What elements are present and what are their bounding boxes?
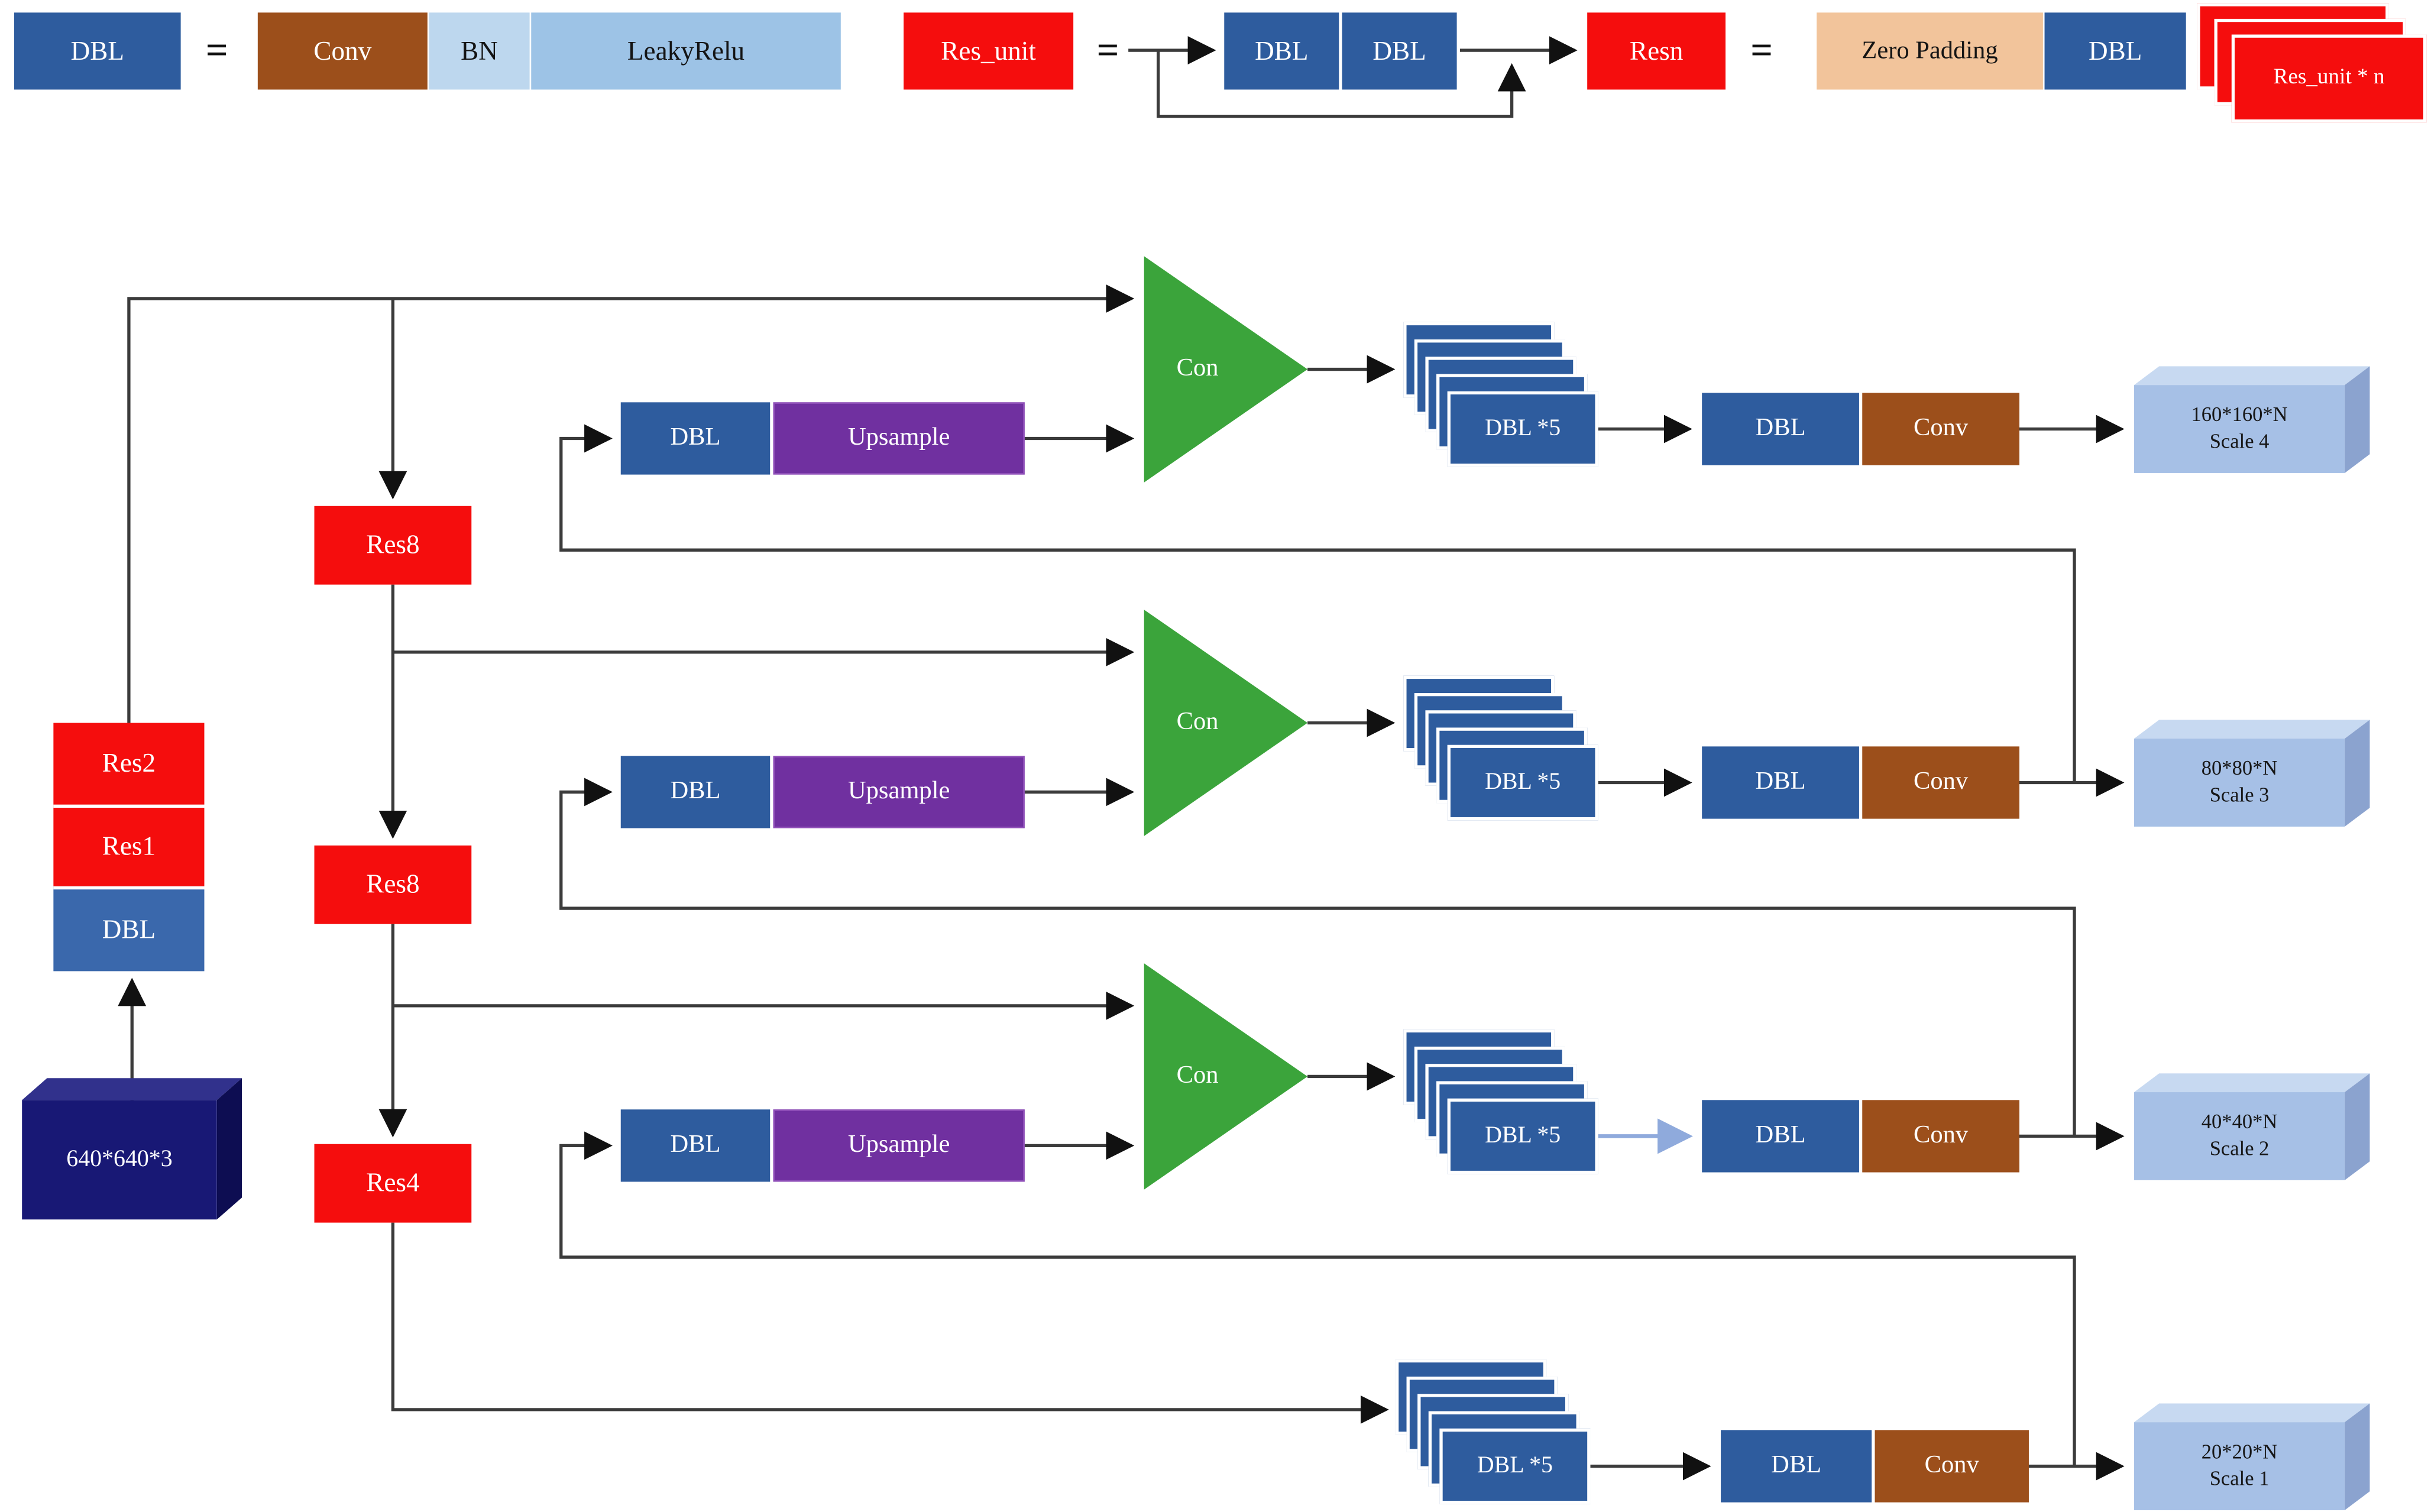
scale-output-box-1: 20*20*N Scale 1 [2134, 1403, 2370, 1510]
scale-output-box-3: 80*80*N Scale 3 [2134, 720, 2370, 827]
equals-sign-2: = [1096, 29, 1119, 72]
dbl5-front-box-4: DBL *5 [1439, 1428, 1591, 1504]
legend-resn-box: Resn [1587, 12, 1726, 90]
upsample-box-2: Upsample [773, 756, 1025, 828]
backbone-dbl-box: DBL [53, 886, 205, 972]
scale3-dims: 80*80*N [2201, 756, 2278, 780]
head-conv-box-2: Conv [1862, 746, 2020, 819]
upsample-dbl-box-1: DBL [620, 402, 771, 475]
concat-triangle-3 [1144, 963, 1308, 1190]
res8-block-2: Res8 [314, 845, 472, 924]
head-dbl-box-1: DBL [1702, 393, 1859, 465]
head-dbl-box-4: DBL [1721, 1430, 1872, 1503]
input-tensor-side-face [216, 1078, 242, 1220]
con-label-2: Con [1176, 708, 1219, 736]
res4-to-scale1-stack-line [391, 1222, 1389, 1424]
feedback-scale2-to-upsample2 [559, 778, 2076, 1137]
res4-block: Res4 [314, 1144, 472, 1223]
scale3-side-face [2345, 720, 2370, 827]
scale-output-box-4: 160*160*N Scale 4 [2134, 366, 2370, 473]
scale2-name: Scale 2 [2209, 1136, 2270, 1160]
scale1-name: Scale 1 [2209, 1466, 2270, 1490]
legend-resn-dbl-box: DBL [2044, 12, 2186, 90]
legend-dbl-box: DBL [14, 12, 181, 90]
scale2-dims: 40*40*N [2201, 1109, 2278, 1134]
head-conv-box-1: Conv [1862, 393, 2020, 465]
legend-resunit-box: Res_unit [904, 12, 1074, 90]
scale3-label: 80*80*N Scale 3 [2134, 739, 2345, 827]
res2-box: Res2 [53, 723, 205, 805]
scale2-side-face [2345, 1073, 2370, 1180]
scale3-top-face [2134, 720, 2370, 739]
head-dbl-box-3: DBL [1702, 1100, 1859, 1173]
scale1-label: 20*20*N Scale 1 [2134, 1422, 2345, 1510]
equals-sign-3: = [1750, 29, 1773, 72]
dbl5-front-box-2: DBL *5 [1447, 744, 1598, 821]
upsample-box-3: Upsample [773, 1109, 1025, 1182]
scale4-name: Scale 4 [2209, 429, 2270, 453]
scale4-label: 160*160*N Scale 4 [2134, 385, 2345, 473]
scale4-dims: 160*160*N [2191, 402, 2288, 426]
input-tensor-box: 640*640*3 [22, 1078, 242, 1220]
dbl5-front-box-3: DBL *5 [1447, 1098, 1598, 1174]
legend-resunit-stack-front: Res_unit * n [2231, 34, 2427, 123]
scale1-side-face [2345, 1403, 2370, 1510]
feedback-scale3-to-upsample1 [559, 424, 2076, 783]
res8-block-1: Res8 [314, 506, 472, 585]
concat-triangle-2 [1144, 610, 1308, 836]
scale4-top-face [2134, 366, 2370, 386]
input-tensor-top-face [22, 1078, 242, 1100]
feedback-scale1-to-upsample3 [559, 1131, 2076, 1466]
scale-output-box-2: 40*40*N Scale 2 [2134, 1073, 2370, 1180]
scale3-name: Scale 3 [2209, 782, 2270, 807]
legend-resunit-dbl1-box: DBL [1224, 12, 1339, 90]
concat-triangle-1 [1144, 256, 1308, 483]
scale1-top-face [2134, 1403, 2370, 1423]
scale2-top-face [2134, 1073, 2370, 1093]
legend-conv-box: Conv [257, 12, 428, 90]
dbl5-front-box-1: DBL *5 [1447, 391, 1598, 467]
input-tensor-label: 640*640*3 [22, 1100, 217, 1220]
res1-box: Res1 [53, 804, 205, 886]
legend-bn-box: BN [429, 12, 530, 90]
legend-leakyrelu-box: LeakyRelu [531, 12, 841, 90]
upsample-dbl-box-3: DBL [620, 1109, 771, 1182]
equals-sign-1: = [205, 29, 228, 72]
upsample-dbl-box-2: DBL [620, 756, 771, 828]
con-label-3: Con [1176, 1062, 1219, 1089]
backbone-top-line [127, 284, 1135, 723]
scale1-dims: 20*20*N [2201, 1439, 2278, 1464]
head-dbl-box-2: DBL [1702, 746, 1859, 819]
con-label-1: Con [1176, 355, 1219, 382]
head-conv-box-3: Conv [1862, 1100, 2020, 1173]
head-conv-box-4: Conv [1875, 1430, 2029, 1503]
scale4-side-face [2345, 366, 2370, 473]
legend-zero-padding-box: Zero Padding [1817, 12, 2043, 90]
upsample-box-1: Upsample [773, 402, 1025, 475]
legend-resunit-skip-line [1156, 50, 1526, 118]
scale2-label: 40*40*N Scale 2 [2134, 1092, 2345, 1180]
legend-resunit-dbl2-box: DBL [1342, 12, 1457, 90]
